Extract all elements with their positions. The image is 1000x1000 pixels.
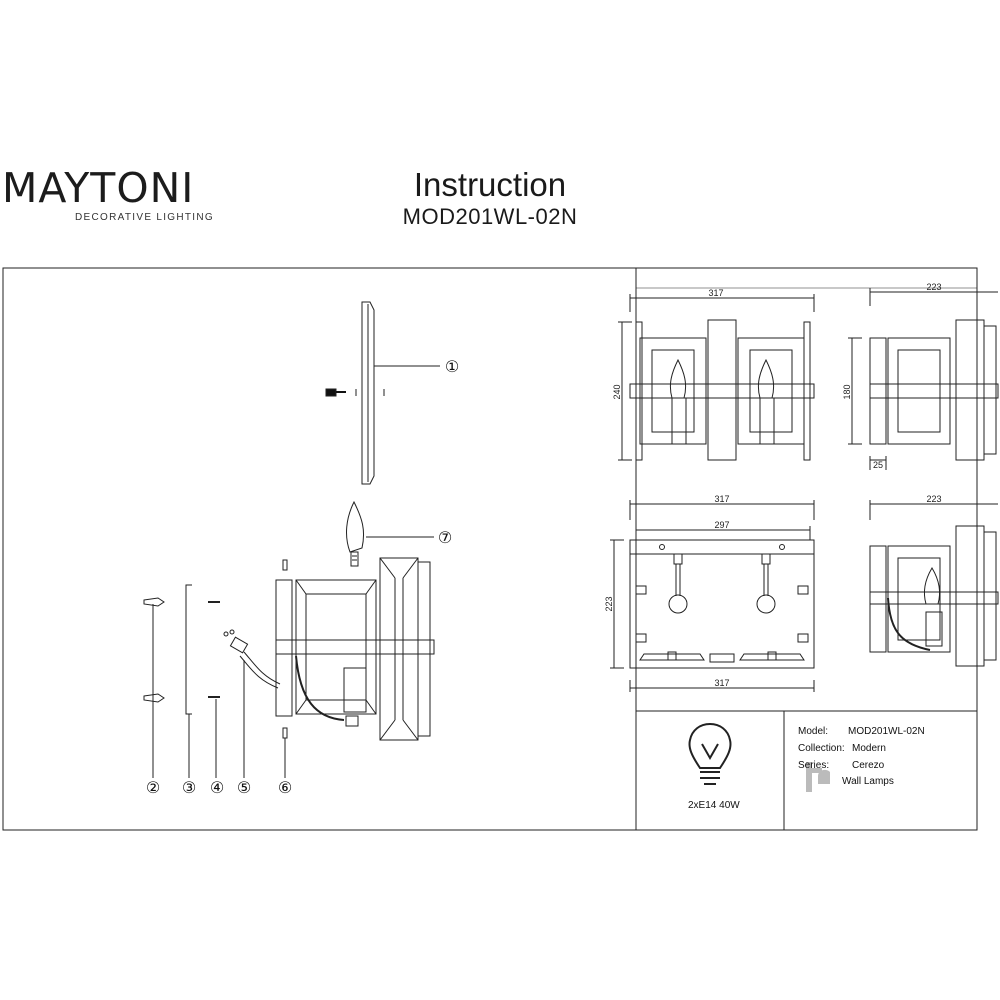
bottom-width-outer-label: 317 xyxy=(714,494,729,504)
callout-4: ④ xyxy=(210,778,224,797)
section-view xyxy=(869,500,999,667)
mounting-plate xyxy=(361,301,375,485)
bracket-3 xyxy=(185,584,192,778)
brand-name: MAYTONI xyxy=(2,164,195,212)
side-view xyxy=(848,288,999,470)
bottom-width-lower-label: 317 xyxy=(714,678,729,688)
brand-logo: MAYTONI DECORATIVE LIGHTING xyxy=(2,166,220,223)
mounting-screw-1 xyxy=(325,388,337,397)
screw-4 xyxy=(208,601,220,778)
model-code-heading: MOD201WL-02N xyxy=(402,204,578,229)
terminal-block-5 xyxy=(223,629,281,778)
model-label: Model: xyxy=(798,726,829,737)
collection-label: Collection: xyxy=(798,743,845,754)
side-height-label: 180 xyxy=(842,384,852,399)
category-value: Wall Lamps xyxy=(842,776,894,787)
collection-value: Modern xyxy=(852,743,886,754)
set-screw-6 xyxy=(282,559,288,778)
callout-3: ③ xyxy=(182,778,196,797)
callout-1: ① xyxy=(445,357,459,376)
front-width-label: 317 xyxy=(708,288,723,298)
wall-anchor-2 xyxy=(143,597,165,778)
bottom-depth-label: 223 xyxy=(604,596,614,611)
wall-lamp-icon xyxy=(806,762,830,792)
light-bulb-icon xyxy=(688,722,732,785)
section-width-label: 223 xyxy=(926,494,941,504)
document-title: Instruction xyxy=(413,166,567,203)
brand-tagline: DECORATIVE LIGHTING xyxy=(75,212,214,223)
front-height-label: 240 xyxy=(612,384,622,399)
drawing-frame xyxy=(2,267,978,831)
series-label: Series: xyxy=(798,760,830,771)
front-view xyxy=(618,294,815,461)
spec-table xyxy=(635,710,978,831)
candle-bulb xyxy=(346,500,365,567)
series-value: Cerezo xyxy=(852,760,885,771)
fixture-body xyxy=(275,557,435,741)
side-width-label: 223 xyxy=(926,282,941,292)
bottom-view xyxy=(610,500,815,692)
bottom-width-inner-label: 297 xyxy=(714,520,729,530)
callout-7: ⑦ xyxy=(438,528,452,547)
callout-2: ② xyxy=(146,778,160,797)
callout-5: ⑤ xyxy=(237,778,251,797)
callout-6: ⑥ xyxy=(278,778,292,797)
bulb-spec: 2xE14 40W xyxy=(688,800,740,811)
model-value: MOD201WL-02N xyxy=(848,726,925,737)
side-depth-label: 25 xyxy=(873,460,883,470)
